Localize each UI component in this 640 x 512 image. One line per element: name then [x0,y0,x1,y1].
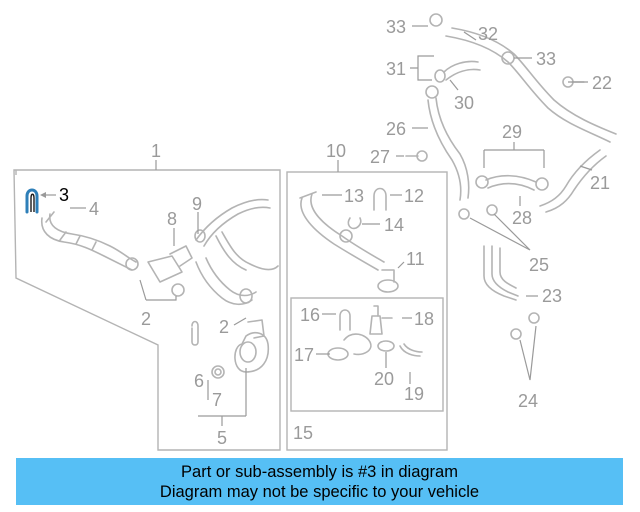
sensor-18-drawing [369,305,393,335]
clip-19-drawing [399,343,423,357]
callout-32: 32 [478,24,498,44]
oring-20-drawing [377,340,395,352]
clip-24-drawing [510,312,540,340]
pipe-23-drawing [483,245,519,301]
callout-5: 5 [217,428,227,448]
callout-15: 15 [293,423,313,443]
pipe-26-drawing [425,85,470,201]
cap-11-drawing [377,269,399,293]
clip-25-drawing [458,204,498,220]
callout-14: 14 [384,215,404,235]
clamp-16-drawing [339,309,351,331]
callout-19: 19 [404,384,424,404]
info-banner: Part or sub-assembly is #3 in diagram Di… [16,458,623,505]
hose-4-drawing [40,211,137,271]
callout-2a: 2 [141,309,151,329]
clamp-3-drawing [25,188,39,214]
clip-33-drawing [429,13,515,65]
callout-24: 24 [518,391,538,411]
callout-13: 13 [344,186,364,206]
hose-28-drawing [475,174,549,191]
callout-25: 25 [529,255,549,275]
pipe-21-drawing [445,27,617,213]
hose-13-drawing [299,191,385,271]
callout-30: 30 [454,93,474,113]
hose-30-drawing [434,60,481,83]
callout-9: 9 [192,194,202,214]
callout-21: 21 [590,173,610,193]
fitting-top-drawing [343,333,372,356]
callout-7: 7 [212,390,222,410]
callout-16: 16 [300,305,320,325]
callout-33a: 33 [386,17,406,37]
bolt-27-drawing [405,150,428,162]
callout-22: 22 [592,73,612,93]
callout-29: 29 [502,122,522,142]
callout-2b: 2 [219,317,229,337]
callout-8: 8 [167,209,177,229]
callout-31: 31 [386,59,406,79]
hose-center-drawing [195,257,257,306]
thermostat-5-drawing [191,319,270,379]
group-box-1 [13,169,281,451]
group-box-15 [290,297,444,412]
callout-4: 4 [89,199,99,219]
callout-28: 28 [512,208,532,228]
connector-2a-drawing [125,245,193,297]
group-box-10 [286,171,448,451]
callout-3: 3 [59,185,69,205]
callout-23: 23 [542,286,562,306]
callout-11: 11 [406,249,425,269]
pipe-9-drawing [194,198,279,271]
callout-20: 20 [374,369,394,389]
callout-1: 1 [151,141,161,161]
banner-line-1: Part or sub-assembly is #3 in diagram [181,462,458,481]
callout-26: 26 [386,119,406,139]
clamp-12-drawing [373,187,387,211]
callout-10: 10 [326,141,346,161]
clip-14-drawing [347,217,362,230]
callout-12: 12 [404,186,424,206]
banner-line-2: Diagram may not be specific to your vehi… [159,482,480,501]
callout-18: 18 [414,309,434,329]
callout-17: 17 [294,345,314,365]
oring-17-drawing [327,347,349,361]
callout-6: 6 [194,371,204,391]
callout-27: 27 [370,147,390,167]
callout-33b: 33 [536,49,556,69]
